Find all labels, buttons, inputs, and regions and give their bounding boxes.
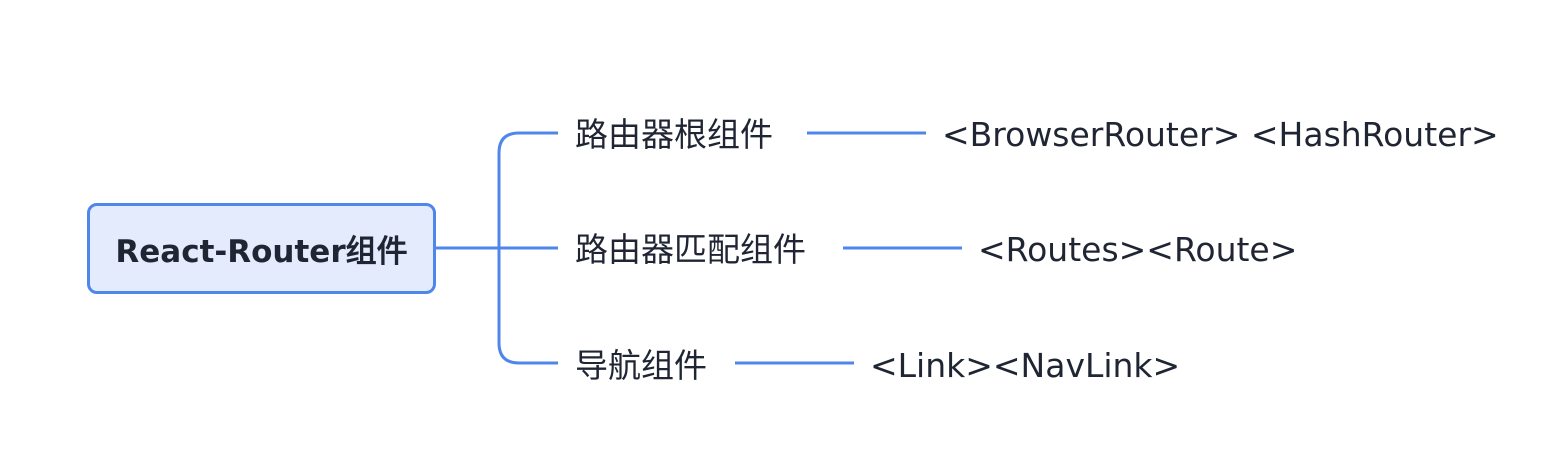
branch-router-match[interactable]: 路由器匹配组件 — [575, 230, 806, 269]
branch-navigation[interactable]: 导航组件 — [575, 346, 707, 385]
leaf-router-root-components[interactable]: <BrowserRouter> <HashRouter> — [942, 115, 1499, 154]
branch-router-root[interactable]: 路由器根组件 — [575, 115, 773, 154]
root-node[interactable]: React-Router组件 — [87, 203, 436, 294]
leaf-navigation-components[interactable]: <Link><NavLink> — [870, 346, 1181, 385]
root-label: React-Router组件 — [115, 234, 408, 270]
leaf-router-match-components[interactable]: <Routes><Route> — [978, 230, 1298, 269]
